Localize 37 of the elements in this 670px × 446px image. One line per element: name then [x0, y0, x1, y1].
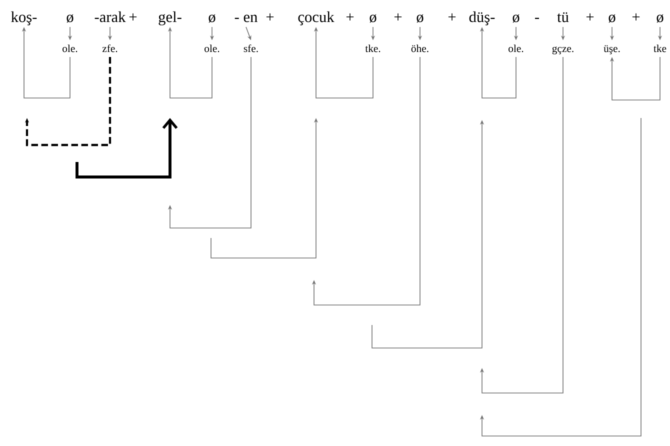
gloss-label: zfe. — [102, 44, 118, 52]
separator-sign: + — [394, 13, 402, 20]
gloss-label: ole. — [62, 44, 78, 52]
gloss-label: gçze. — [552, 46, 574, 54]
separator-sign: + — [129, 13, 137, 20]
morpheme-text: - en — [234, 14, 258, 22]
dependency-arrow — [610, 56, 660, 100]
gloss-label: sfe. — [244, 44, 258, 52]
separator-sign: - — [535, 18, 540, 19]
gloss-label: ole. — [508, 44, 524, 52]
gloss-label: ole. — [204, 44, 220, 52]
gloss-label: tke. — [365, 44, 380, 52]
morpheme-text: ø — [608, 14, 616, 23]
morpheme-text: koş- — [11, 11, 37, 26]
separator-sign: + — [586, 13, 594, 20]
morpheme-text: gel- — [158, 11, 182, 26]
gloss-label: öhe. — [411, 44, 428, 52]
morpheme-text: tü — [557, 12, 569, 22]
dependency-arrow — [168, 56, 252, 228]
morpheme-text: ø — [208, 14, 216, 23]
morpheme-text: ø — [656, 14, 664, 23]
dependency-arrow — [312, 56, 420, 306]
morpheme-text: ø — [512, 14, 520, 23]
dependency-arrow — [24, 57, 112, 146]
separator-sign: + — [632, 13, 640, 20]
morpheme-text: düş- — [469, 11, 495, 26]
morpheme-text: ø — [370, 14, 376, 23]
separator-sign: + — [346, 13, 354, 20]
morpheme-text: çocuk — [298, 11, 334, 26]
morpheme-text: ø — [66, 14, 74, 23]
morpheme-text: ø — [416, 14, 424, 23]
gloss-label: tke — [654, 44, 666, 52]
morpheme-text: -arak — [94, 11, 126, 22]
separator-sign: + — [448, 13, 456, 20]
gloss-label: üşe. — [604, 45, 620, 54]
separator-sign: + — [266, 13, 274, 20]
dependency-arrow — [480, 56, 564, 394]
